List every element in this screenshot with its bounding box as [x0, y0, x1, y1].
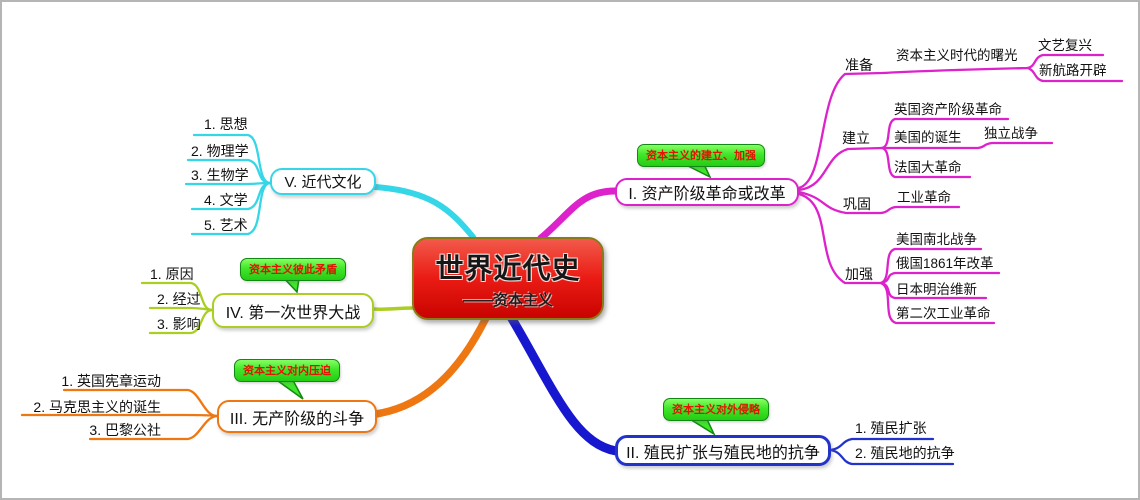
branch-ii-sublines	[827, 437, 955, 466]
badge-colonial-label: 资本主义对外侵略	[672, 404, 760, 416]
central-topic[interactable]: 世界近代史 ——资本主义	[412, 237, 604, 320]
topic-culture[interactable]: V. 近代文化	[270, 168, 376, 195]
topic-proletariat[interactable]: III. 无产阶级的斗争	[217, 400, 377, 433]
badge-ww1-label: 资本主义彼此矛盾	[249, 264, 337, 276]
node-colonial-expansion[interactable]: 1. 殖民扩张	[855, 420, 927, 436]
node-renaissance[interactable]: 文艺复兴	[1038, 38, 1092, 53]
node-dawn-of-capitalism[interactable]: 资本主义时代的曙光	[896, 48, 1018, 63]
branch-line-ww1	[371, 306, 415, 312]
node-ww1-impact[interactable]: 3. 影响	[157, 316, 201, 332]
topic-ww1-label: IV. 第一次世界大战	[225, 304, 361, 322]
node-thought[interactable]: 1. 思想	[204, 116, 248, 132]
node-biology[interactable]: 3. 生物学	[191, 167, 249, 183]
topic-culture-label: V. 近代文化	[284, 174, 362, 191]
badge-proletariat-label: 资本主义对内压迫	[243, 365, 331, 377]
central-topic-subtitle: ——资本主义	[462, 292, 553, 309]
topic-revolution[interactable]: I. 资产阶级革命或改革	[615, 178, 799, 206]
node-new-routes[interactable]: 新航路开辟	[1039, 63, 1107, 78]
node-prepare[interactable]: 准备	[845, 57, 873, 73]
branch-line-revolution	[537, 187, 619, 242]
branch-iv-sublines	[140, 281, 214, 335]
node-birth-of-marxism[interactable]: 2. 马克思主义的诞生	[33, 399, 161, 415]
node-french-revolution[interactable]: 法国大革命	[894, 160, 962, 175]
node-paris-commune[interactable]: 3. 巴黎公社	[89, 422, 161, 438]
node-us-civil-war[interactable]: 美国南北战争	[896, 232, 977, 247]
node-colonial-resistance[interactable]: 2. 殖民地的抗争	[855, 445, 955, 461]
badge-ww1[interactable]: 资本主义彼此矛盾	[240, 258, 346, 281]
node-literature[interactable]: 4. 文学	[204, 192, 248, 208]
node-ww1-process[interactable]: 2. 经过	[157, 291, 201, 307]
node-independence-war[interactable]: 独立战争	[984, 126, 1038, 141]
node-consolidate[interactable]: 巩固	[843, 196, 871, 212]
branch-v-sublines	[184, 133, 272, 236]
node-meiji-restoration[interactable]: 日本明治维新	[896, 282, 977, 297]
branch-line-proletariat	[372, 314, 490, 418]
branch-line-colonial	[506, 312, 621, 456]
node-strengthen[interactable]: 加强	[845, 266, 873, 282]
badge-proletariat[interactable]: 资本主义对内压迫	[234, 359, 340, 382]
topic-colonial-label: II. 殖民扩张与殖民地的抗争	[626, 444, 820, 462]
branch-i-sublines	[797, 53, 1124, 325]
central-topic-title: 世界近代史	[435, 253, 581, 284]
node-establish[interactable]: 建立	[842, 130, 870, 146]
topic-revolution-label: I. 资产阶级革命或改革	[628, 186, 786, 203]
node-ww1-cause[interactable]: 1. 原因	[150, 266, 194, 282]
branch-line-culture	[372, 184, 476, 240]
node-art[interactable]: 5. 艺术	[204, 217, 248, 233]
topic-ww1[interactable]: IV. 第一次世界大战	[212, 293, 374, 328]
node-second-industrial-revolution[interactable]: 第二次工业革命	[896, 306, 991, 321]
node-industrial-revolution[interactable]: 工业革命	[897, 190, 951, 205]
node-english-revolution[interactable]: 英国资产阶级革命	[894, 102, 1002, 117]
node-russia-1861-reform[interactable]: 俄国1861年改革	[896, 256, 994, 271]
badge-revolution[interactable]: 资本主义的建立、加强	[637, 144, 765, 167]
topic-proletariat-label: III. 无产阶级的斗争	[229, 410, 365, 428]
node-physics[interactable]: 2. 物理学	[191, 143, 249, 159]
node-birth-of-usa[interactable]: 美国的诞生	[894, 130, 962, 145]
badge-colonial[interactable]: 资本主义对外侵略	[663, 398, 769, 421]
topic-colonial[interactable]: II. 殖民扩张与殖民地的抗争	[615, 435, 831, 466]
badge-revolution-label: 资本主义的建立、加强	[646, 150, 756, 162]
node-chartist-movement[interactable]: 1. 英国宪章运动	[61, 373, 161, 389]
branch-iii-sublines	[20, 388, 219, 441]
